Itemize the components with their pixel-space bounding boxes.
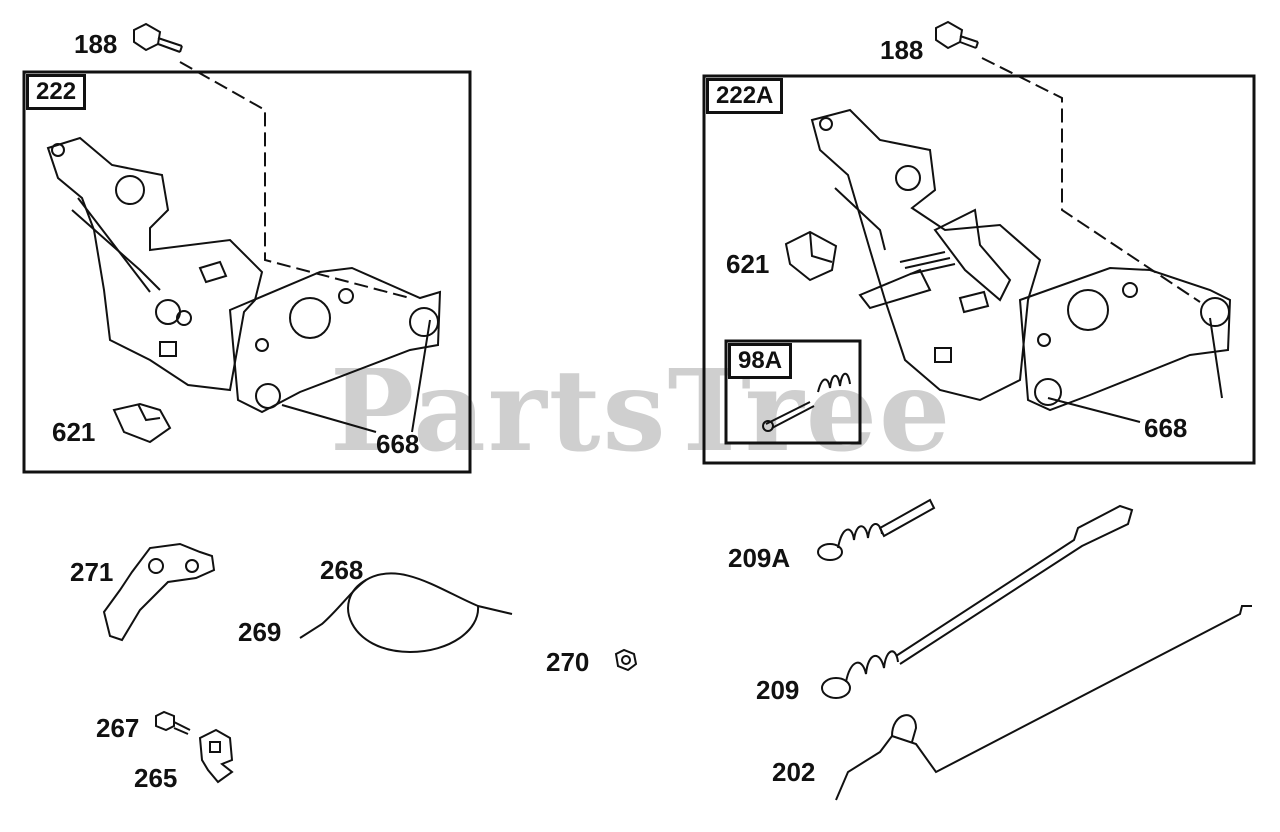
label-188-left: 188	[74, 29, 118, 59]
control-bracket-222a	[810, 108, 1232, 412]
label-188-right: 188	[880, 35, 924, 65]
inset-frame-98a	[724, 339, 862, 445]
link-rod-202	[835, 605, 1252, 801]
leader-188-left	[179, 61, 411, 299]
bolt-188-right	[935, 20, 979, 50]
label-267: 267	[96, 713, 140, 743]
spring-rod-209	[821, 504, 1134, 699]
label-621-right: 621	[726, 249, 770, 279]
box-tag-222a: 222A	[706, 78, 784, 114]
adjust-screw-98a	[762, 401, 815, 432]
label-265: 265	[134, 763, 178, 793]
label-668-right: 668	[1144, 413, 1188, 443]
box-tag-98a: 98A	[728, 343, 793, 379]
leader-668-left-a	[411, 319, 431, 433]
assembly-frame-222	[22, 70, 472, 474]
assembly-frame-222a	[702, 74, 1256, 465]
watermark: PartsTree	[330, 346, 953, 477]
bolt-188-left	[133, 22, 183, 53]
label-209a: 209A	[728, 543, 791, 573]
nut-270	[614, 648, 638, 672]
screw-267	[155, 710, 191, 735]
label-270: 270	[546, 647, 590, 677]
leader-668-right-b	[1047, 397, 1141, 423]
label-668-left: 668	[376, 429, 420, 459]
label-271: 271	[70, 557, 114, 587]
label-209: 209	[756, 675, 800, 705]
label-621-left: 621	[52, 417, 96, 447]
label-269: 269	[238, 617, 282, 647]
clamp-265	[198, 728, 234, 784]
control-bracket-222	[46, 136, 442, 414]
leader-668-right-a	[1209, 317, 1223, 399]
clip-621-left	[112, 402, 172, 444]
spring-98a	[817, 372, 851, 393]
cable-268-269	[299, 572, 513, 654]
lever-271	[102, 542, 216, 642]
leader-668-left-b	[281, 404, 377, 433]
leader-188-right	[981, 57, 1201, 303]
label-268: 268	[320, 555, 364, 585]
spring-209a	[817, 498, 936, 561]
clip-621-right	[784, 230, 838, 282]
box-tag-222: 222	[26, 74, 87, 110]
label-202: 202	[772, 757, 816, 787]
